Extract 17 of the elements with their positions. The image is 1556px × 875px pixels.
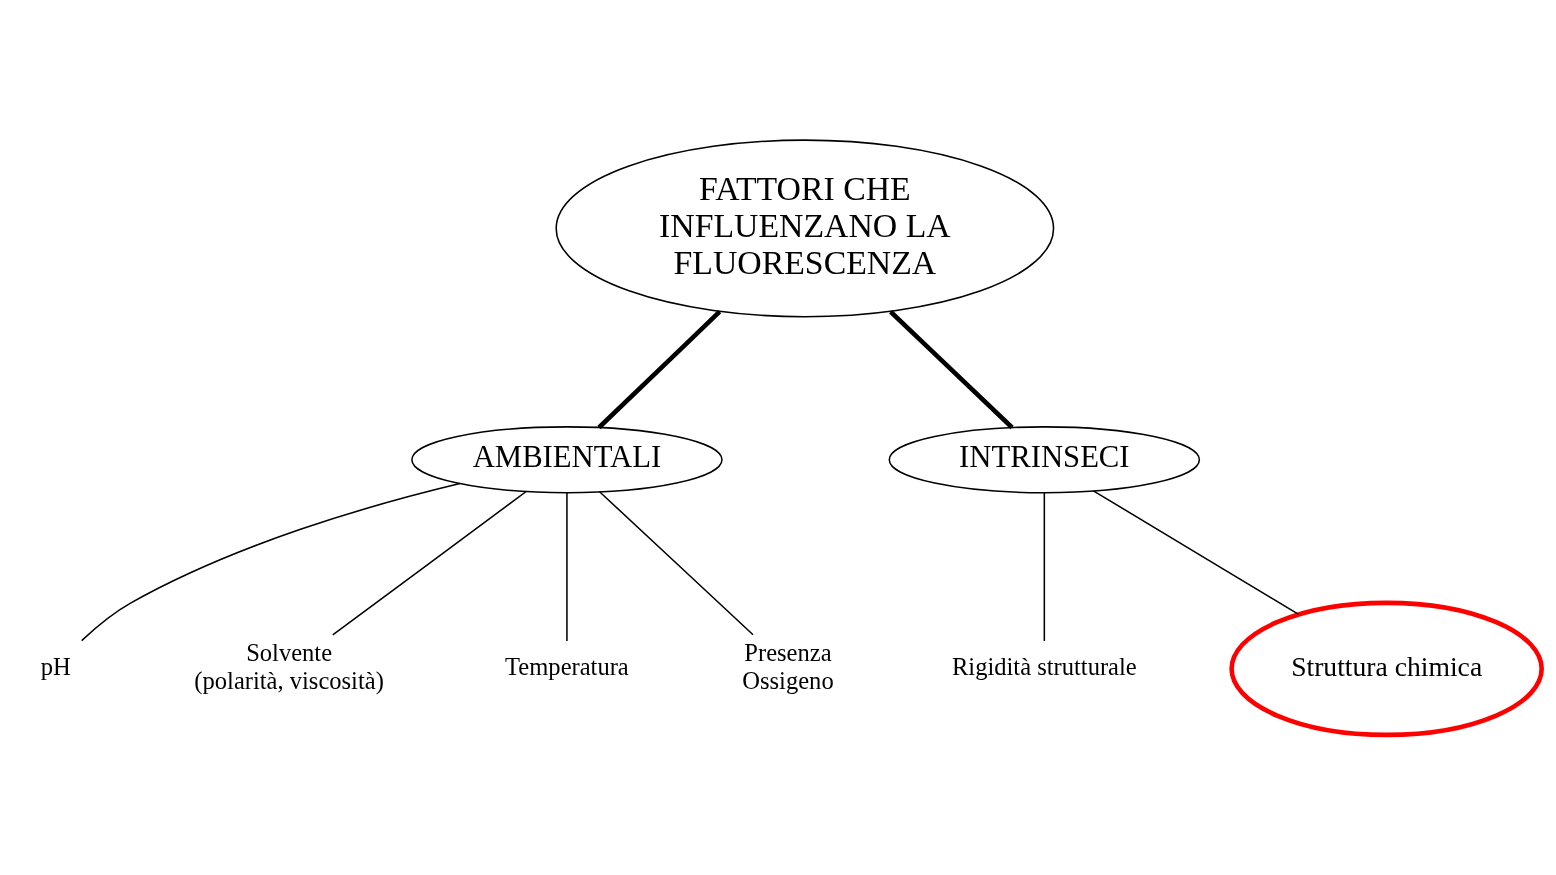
node-ellipse: Struttura chimica	[1229, 600, 1544, 738]
connector	[597, 310, 722, 430]
node-ellipse: INTRINSECI	[888, 426, 1201, 494]
node-text: Temperatura	[505, 652, 629, 680]
connector	[1043, 491, 1046, 642]
node-text: Rigidità strutturale	[951, 652, 1137, 680]
node-ellipse: AMBIENTALI	[411, 426, 723, 494]
connector	[598, 490, 754, 636]
connector	[332, 490, 528, 636]
node-text: pH	[40, 652, 71, 680]
connector	[889, 310, 1014, 430]
node-text: Presenza Ossigeno	[742, 638, 834, 694]
node-text: Solvente (polarità, viscosità)	[194, 638, 384, 694]
connector	[566, 491, 568, 642]
connector	[1092, 490, 1300, 616]
node-ellipse: FATTORI CHE INFLUENZANO LA FLUORESCENZA	[555, 139, 1055, 318]
connector	[80, 482, 461, 642]
